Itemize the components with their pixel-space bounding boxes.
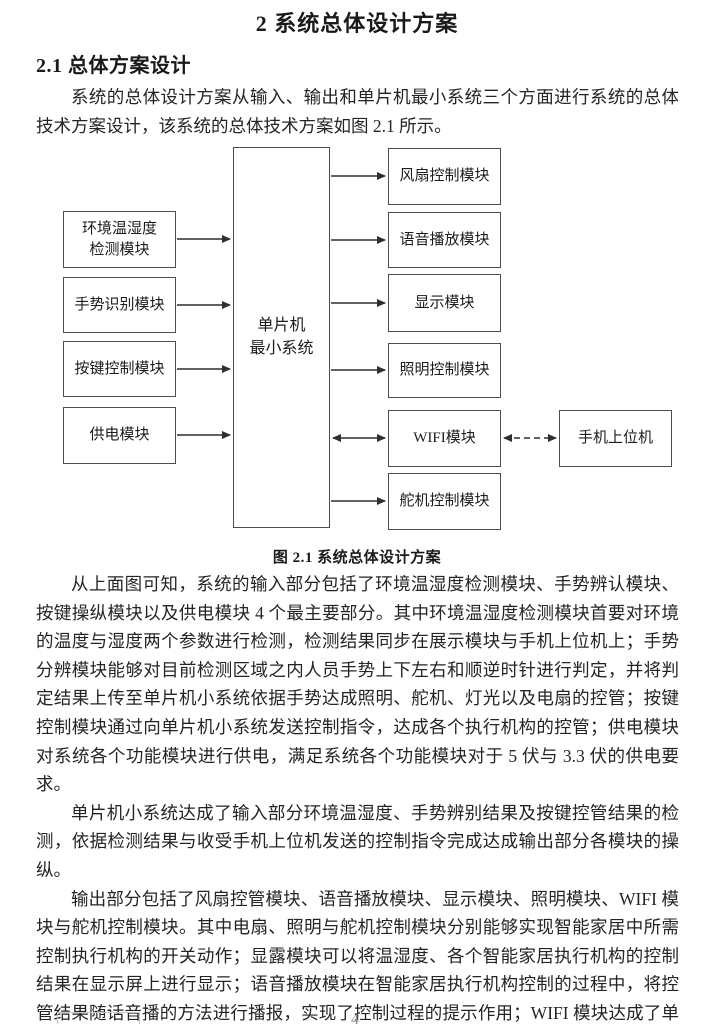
- diagram-arrows: [177, 172, 557, 505]
- system-design-diagram: 环境温湿度 检测模块 手势识别模块 按键控制模块 供电模块 单片机 最小系统 风…: [63, 147, 672, 530]
- body-paragraphs: 从上面图可知，系统的输入部分包括了环境温湿度检测模块、手势辨认模块、按键操纵模块…: [36, 570, 679, 1024]
- module-box-power-supply: 供电模块: [63, 407, 176, 464]
- module-box-servo-control: 舵机控制模块: [388, 473, 501, 530]
- module-box-gesture-recognition: 手势识别模块: [63, 277, 176, 333]
- intro-paragraph: 系统的总体设计方案从输入、输出和单片机最小系统三个方面进行系统的总体技术方案设计…: [36, 87, 679, 136]
- module-box-phone-host: 手机上位机: [559, 410, 672, 467]
- page-number: 4: [351, 1011, 359, 1024]
- module-box-display: 显示模块: [388, 274, 501, 332]
- paragraph-output-overview: 输出部分包括了风扇控管模块、语音播放模块、显示模块、照明模块、WIFI 模块与舵…: [36, 888, 679, 1023]
- figure-caption: 图 2.1 系统总体设计方案: [272, 550, 442, 566]
- module-box-key-control: 按键控制模块: [63, 341, 176, 397]
- footer-frame-artifact: [57, 1012, 140, 1024]
- module-box-voice-playback: 语音播放模块: [388, 212, 501, 268]
- section-heading: 2.1 总体方案设计: [36, 55, 191, 77]
- module-box-env-temp-humidity: 环境温湿度 检测模块: [63, 211, 176, 268]
- module-box-lighting-control: 照明控制模块: [388, 343, 501, 398]
- document-title: 2 系统总体设计方案: [255, 11, 459, 36]
- paragraph-input-overview: 从上面图可知，系统的输入部分包括了环境温湿度检测模块、手势辨认模块、按键操纵模块…: [36, 574, 679, 795]
- module-box-fan-control: 风扇控制模块: [388, 148, 501, 205]
- module-box-mcu-minimum-system: 单片机 最小系统: [233, 147, 330, 528]
- module-box-wifi: WIFI模块: [388, 410, 501, 467]
- paragraph-mcu-function: 单片机小系统达成了输入部分环境温湿度、手势辨别结果及按键控管结果的检测，依据检测…: [36, 802, 679, 880]
